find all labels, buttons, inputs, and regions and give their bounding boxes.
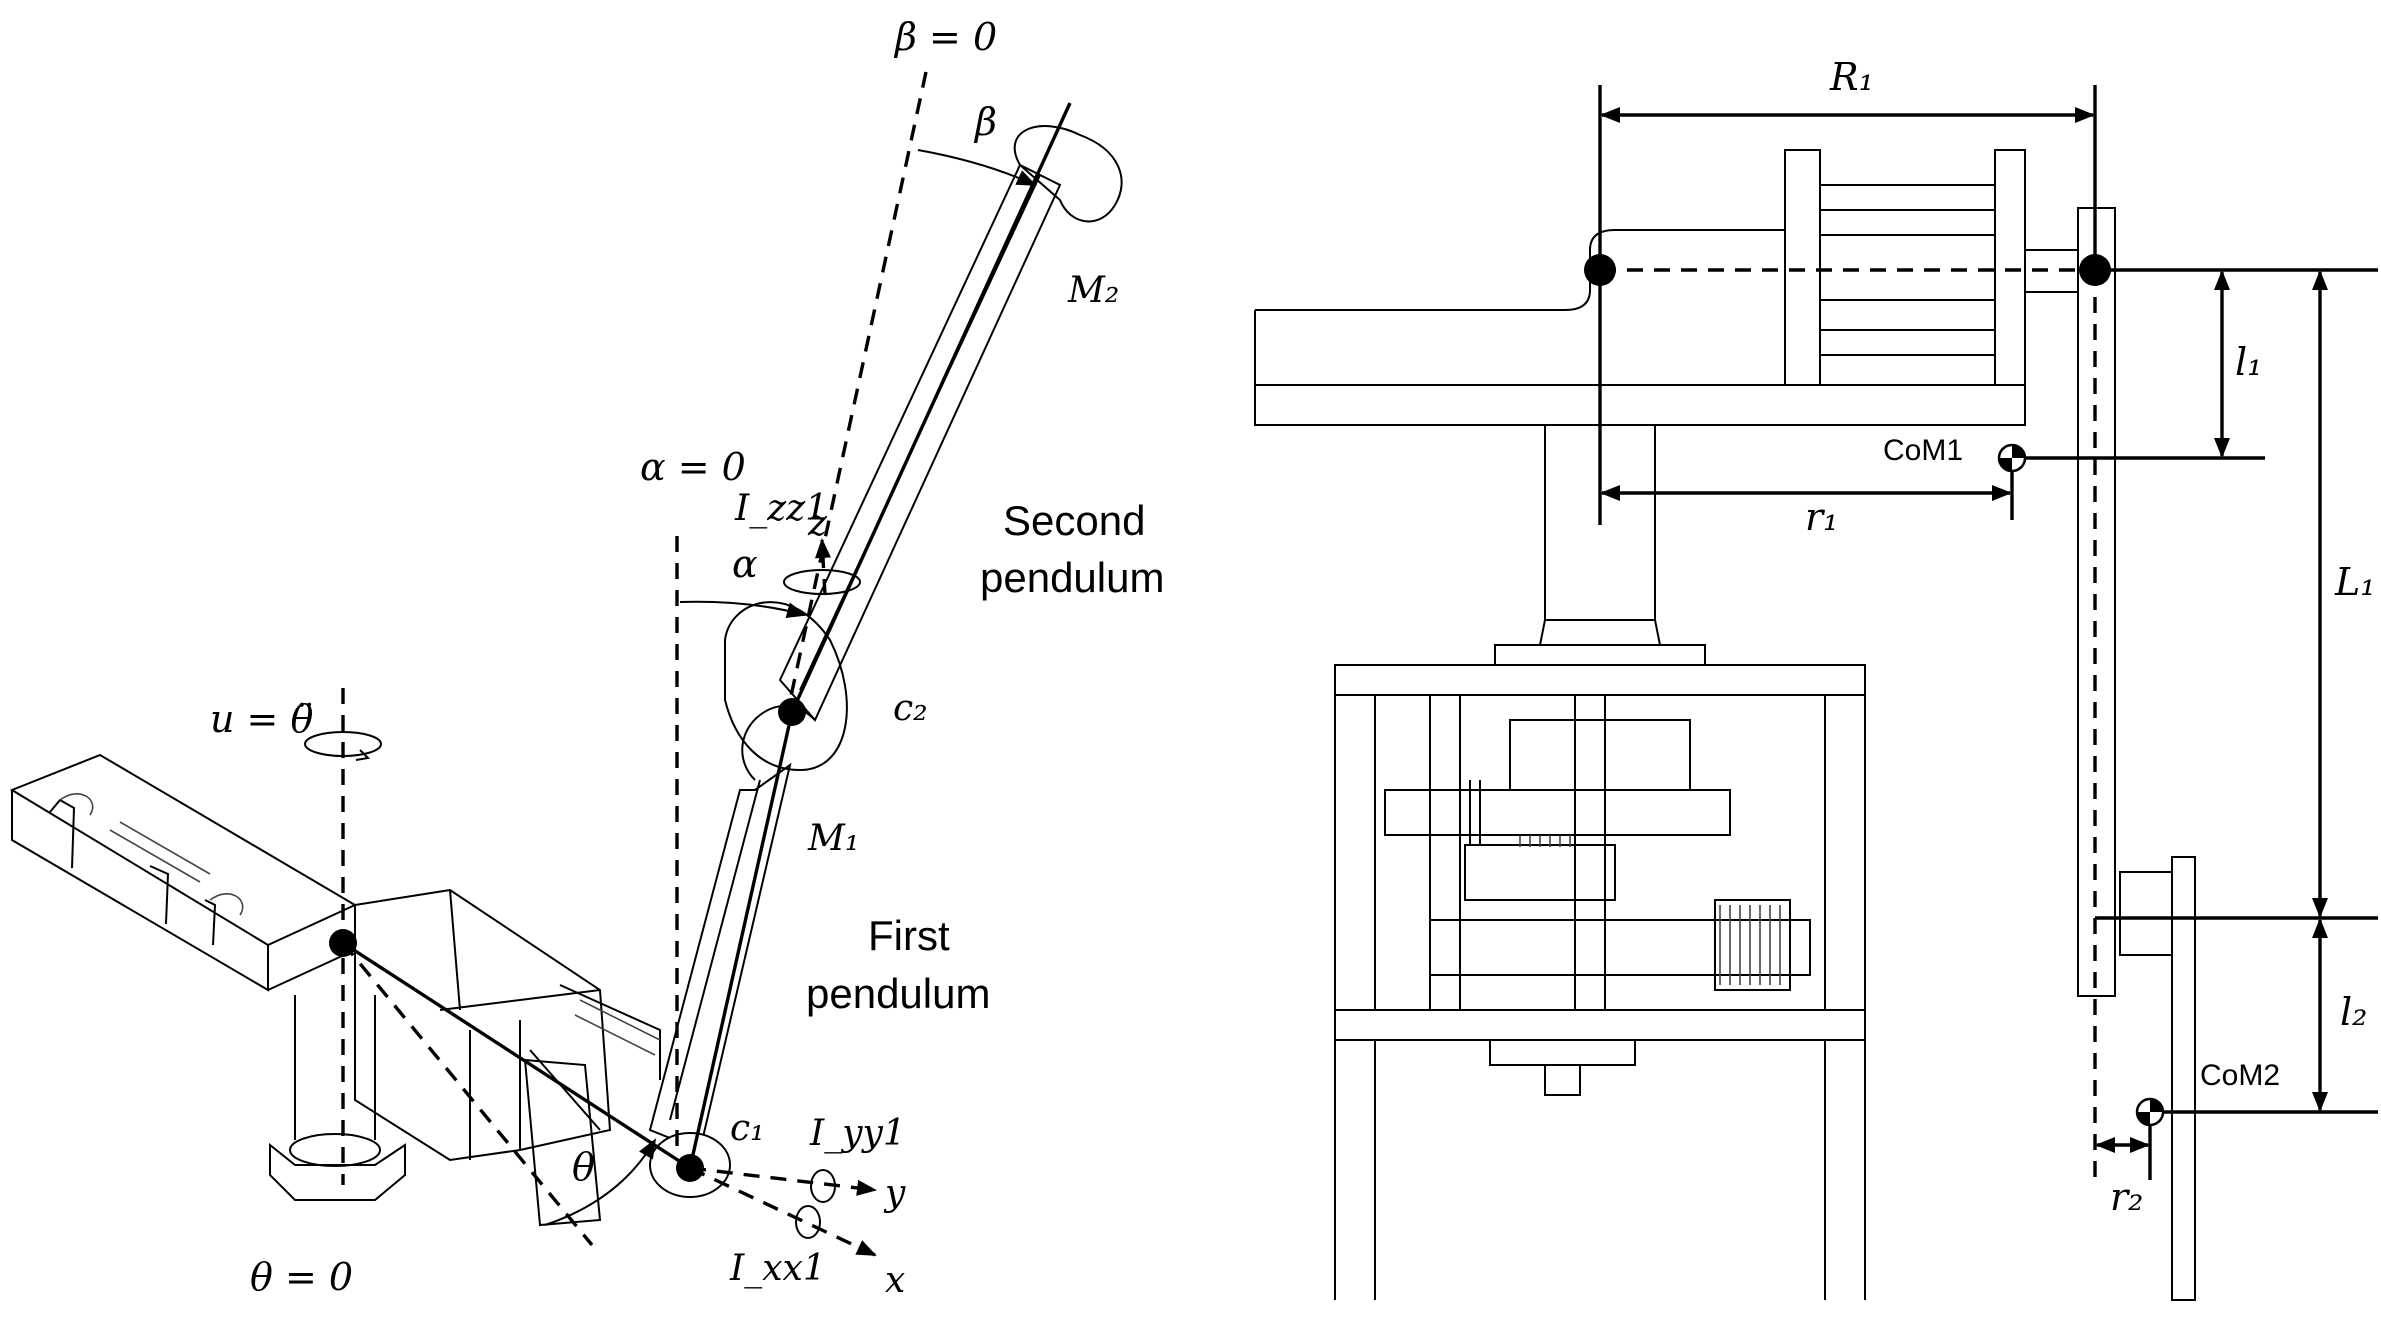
theta-projection-line xyxy=(341,941,594,1247)
R1-label: R₁ xyxy=(1829,55,1874,99)
first-pendulum-label-line2: pendulum xyxy=(806,970,990,1017)
pulley-mechanism xyxy=(1384,719,1811,991)
theta-zero-label: θ = 0 xyxy=(250,1255,353,1299)
iyy1-label: I_yy1 xyxy=(809,1113,906,1154)
alpha-arc xyxy=(679,600,807,618)
second-pendulum-label-line1: Second xyxy=(1003,497,1145,544)
lower-frame xyxy=(1334,664,1866,1300)
alpha-zero-label: α = 0 xyxy=(640,445,746,489)
control-rotation-icon xyxy=(304,731,382,761)
base-arm xyxy=(9,753,358,992)
L1-label: L₁ xyxy=(2334,560,2375,604)
support-column xyxy=(269,995,406,1201)
c1-label: c₁ xyxy=(730,1108,765,1149)
m1-label: M₁ xyxy=(807,818,859,859)
first-pendulum-label-line1: First xyxy=(868,912,950,959)
l1-label: l₁ xyxy=(2235,340,2262,384)
x-axis-line xyxy=(689,1166,877,1257)
l2-label: l₂ xyxy=(2340,990,2367,1034)
second-pendulum-hub xyxy=(2119,871,2173,956)
c2-label: c₂ xyxy=(893,688,928,729)
alpha-label: α xyxy=(732,542,758,586)
theta-label: θ xyxy=(572,1145,595,1189)
left-pendulum-diagram: β = 0 β M₂ α = 0 I_zz1 z α Second pendul… xyxy=(9,15,1164,1301)
ixx1-label: I_xx1 xyxy=(729,1248,826,1289)
beta-zero-label: β = 0 xyxy=(893,15,997,59)
second-pendulum-label-line2: pendulum xyxy=(980,554,1164,601)
arm-tip-joint xyxy=(2079,254,2111,286)
first-pendulum-bar xyxy=(2077,207,2116,997)
small-r1-label: r₁ xyxy=(1805,495,1838,539)
beta-label: β xyxy=(973,100,997,144)
iyy1-rotation-icon xyxy=(810,1169,836,1203)
y-axis-line xyxy=(689,1166,877,1196)
m2-label: M₂ xyxy=(1067,270,1119,311)
z-axis-line xyxy=(814,538,831,596)
izz1-rotation-icon xyxy=(783,569,861,595)
y-axis-label: y xyxy=(883,1173,906,1214)
first-pendulum-axis xyxy=(688,711,794,1169)
com2-marker-icon xyxy=(2135,1097,2165,1127)
top-platform xyxy=(1254,149,2078,426)
motor-housing xyxy=(354,888,661,1227)
control-input-label: u = θ̈ xyxy=(210,697,313,741)
com1-marker-icon xyxy=(1997,443,2027,473)
beta-zero-line xyxy=(786,71,928,711)
second-pendulum-axis xyxy=(790,102,1072,713)
second-pendulum-link xyxy=(741,125,1123,781)
ixx1-rotation-icon xyxy=(795,1205,821,1239)
pivot-c1 xyxy=(676,1154,704,1182)
r2-label: r₂ xyxy=(2110,1175,2143,1219)
theta-arc xyxy=(544,1138,657,1226)
pivot-c2 xyxy=(778,698,806,726)
com2-label: CoM2 xyxy=(2200,1059,2280,1092)
x-axis-label: x xyxy=(885,1260,905,1301)
izz1-label: I_zz1 xyxy=(734,488,828,529)
beta-arc xyxy=(917,149,1037,186)
base-to-c1-line xyxy=(342,941,691,1170)
arm-base-joint xyxy=(1584,254,1616,286)
com1-label: CoM1 xyxy=(1883,434,1963,467)
second-pendulum-bar xyxy=(2171,856,2196,1301)
base-joint xyxy=(329,929,357,957)
right-dimension-diagram: R₁ l₁ CoM1 r₁ L₁ l₂ CoM2 r₂ xyxy=(1254,55,2378,1301)
z-axis-label: z xyxy=(807,503,828,544)
